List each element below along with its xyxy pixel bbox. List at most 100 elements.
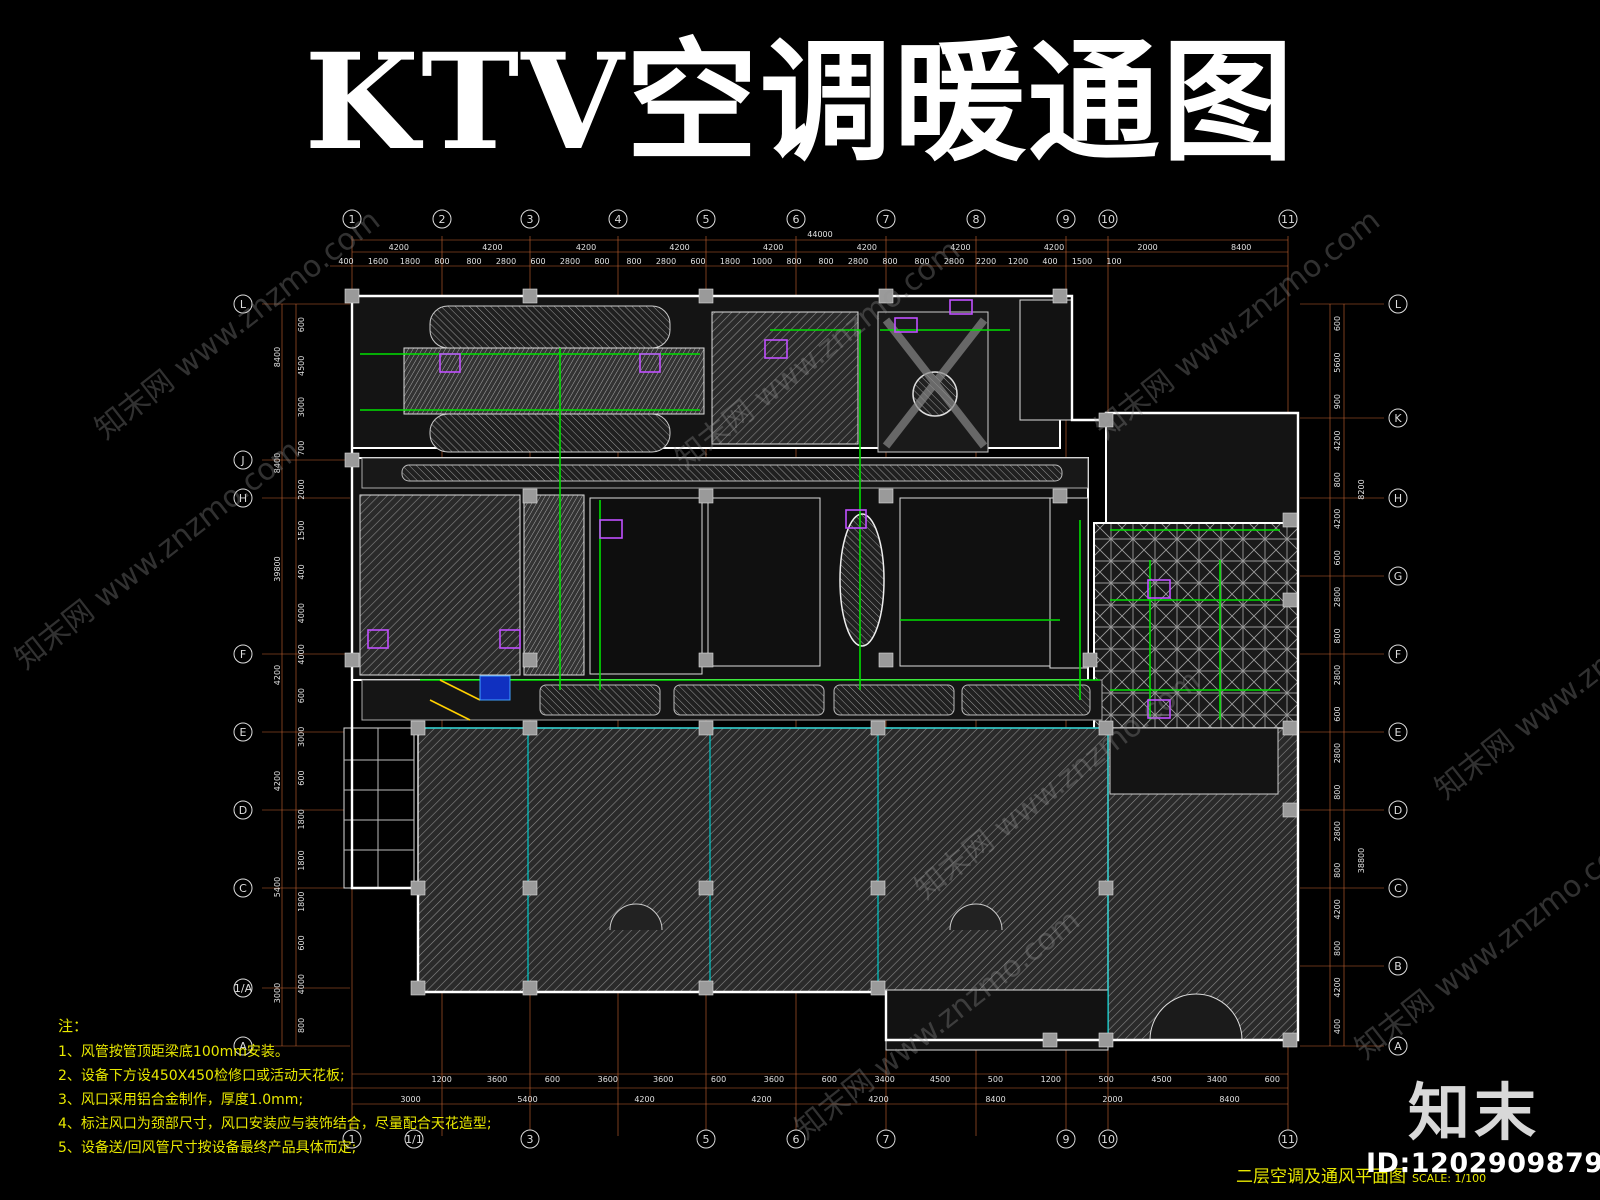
axis-bubble xyxy=(1388,878,1408,898)
dimension-text: 2200 xyxy=(976,257,996,266)
axis-label: 7 xyxy=(883,1133,890,1146)
dimension-text: 2800 xyxy=(848,257,868,266)
page-title: KTV空调暖通图 xyxy=(304,25,1296,180)
axis-bubble xyxy=(966,209,986,229)
note-item: 4、标注风口为颈部尺寸，风口安装应与装饰结合，尽量配合天花造型; xyxy=(58,1116,492,1132)
dimension-text: 2800 xyxy=(656,257,676,266)
axis-bubble xyxy=(233,450,253,470)
dimension-text: 400 xyxy=(1042,257,1057,266)
axis-bubble xyxy=(696,1129,716,1149)
column xyxy=(522,652,538,668)
dimension-text: 4200 xyxy=(389,243,409,252)
axis-label: H xyxy=(1394,492,1402,505)
dimension-text: 3400 xyxy=(875,1075,895,1084)
axis-label: 1/1 xyxy=(405,1133,423,1146)
axis-label: 6 xyxy=(793,1133,800,1146)
dimension-text: 3000 xyxy=(297,727,306,747)
dimension-text: 800 xyxy=(434,257,449,266)
axis-bubble xyxy=(1388,408,1408,428)
design-notes: 注： 1、风管按管顶距梁底100mm安装。 2、设备下方设450X450检修口或… xyxy=(58,1014,492,1160)
dimension-text: 600 xyxy=(545,1075,560,1084)
axis-bubble xyxy=(1388,294,1408,314)
dimension-text: 5400 xyxy=(517,1095,537,1104)
dimension-text: 600 xyxy=(1333,550,1342,565)
air-ducts xyxy=(360,329,1280,721)
dimension-text: 44000 xyxy=(807,230,832,239)
axis-bubble xyxy=(342,209,362,229)
dimension-text: 800 xyxy=(1333,863,1342,878)
dimension-text: 8200 xyxy=(1357,479,1366,499)
dimension-text: 5600 xyxy=(1333,352,1342,372)
column xyxy=(1098,720,1114,736)
dimension-text: 4200 xyxy=(751,1095,771,1104)
dimension-text: 3600 xyxy=(487,1075,507,1084)
dimension-text: 4200 xyxy=(576,243,596,252)
dimension-text: 4000 xyxy=(297,974,306,994)
axis-label: B xyxy=(1394,960,1402,973)
column xyxy=(1282,592,1298,608)
column xyxy=(698,980,714,996)
axis-bubble xyxy=(1388,566,1408,586)
dimension-text: 3600 xyxy=(653,1075,673,1084)
axis-bubble xyxy=(1278,209,1298,229)
dimension-text: 2800 xyxy=(496,257,516,266)
dimension-text: 4200 xyxy=(1044,243,1064,252)
axis-label: C xyxy=(239,882,247,895)
dimension-text: 1800 xyxy=(297,892,306,912)
dimension-text: 2800 xyxy=(1333,587,1342,607)
axis-label: 5 xyxy=(703,213,710,226)
column xyxy=(344,652,360,668)
dimension-text: 4500 xyxy=(297,356,306,376)
axis-label: F xyxy=(1395,648,1401,661)
axis-bubble xyxy=(233,294,253,314)
axis-bubble xyxy=(233,644,253,664)
axis-bubble xyxy=(432,209,452,229)
axis-bubble xyxy=(342,1129,362,1149)
dimension-text: 5400 xyxy=(273,877,282,897)
column xyxy=(878,288,894,304)
axis-label: 9 xyxy=(1063,213,1070,226)
column xyxy=(410,980,426,996)
dimension-text: 800 xyxy=(626,257,641,266)
axis-bubble xyxy=(1388,488,1408,508)
column xyxy=(344,452,360,468)
dimension-text: 8400 xyxy=(985,1095,1005,1104)
axis-label: 1 xyxy=(349,1133,356,1146)
axis-bubble xyxy=(1388,644,1408,664)
axis-label: C xyxy=(1394,882,1402,895)
axis-label: G xyxy=(1394,570,1403,583)
dimension-text: 4200 xyxy=(1333,977,1342,997)
brand-logo: 知末 xyxy=(1408,1076,1541,1149)
axis-label: D xyxy=(239,804,247,817)
dimension-text: 4200 xyxy=(868,1095,888,1104)
dimension-text: 4200 xyxy=(482,243,502,252)
dimension-text: 3600 xyxy=(764,1075,784,1084)
dimension-text: 600 xyxy=(822,1075,837,1084)
dimension-text: 100 xyxy=(1106,257,1121,266)
dimension-text: 900 xyxy=(1333,394,1342,409)
axis-label: 6 xyxy=(793,213,800,226)
dimension-text: 400 xyxy=(1333,1019,1342,1034)
axis-label: L xyxy=(240,298,247,311)
dimension-text: 4200 xyxy=(1333,509,1342,529)
dimension-text: 800 xyxy=(1333,628,1342,643)
dimension-text: 2000 xyxy=(1102,1095,1122,1104)
axis-label: F xyxy=(240,648,246,661)
axis-bubble xyxy=(404,1129,424,1149)
dimension-text: 3400 xyxy=(1207,1075,1227,1084)
axis-bubble xyxy=(233,800,253,820)
axis-bubble xyxy=(786,209,806,229)
dimension-text: 3000 xyxy=(400,1095,420,1104)
dimension-text: 4200 xyxy=(950,243,970,252)
column xyxy=(1052,488,1068,504)
column xyxy=(870,880,886,896)
dimension-text: 8400 xyxy=(273,347,282,367)
axis-label: K xyxy=(1394,412,1402,425)
axis-label: H xyxy=(239,492,247,505)
column xyxy=(1282,802,1298,818)
axis-label: J xyxy=(240,454,244,467)
dimension-text: 8400 xyxy=(1231,243,1251,252)
dimension-text: 4200 xyxy=(669,243,689,252)
air-units xyxy=(367,299,1171,719)
